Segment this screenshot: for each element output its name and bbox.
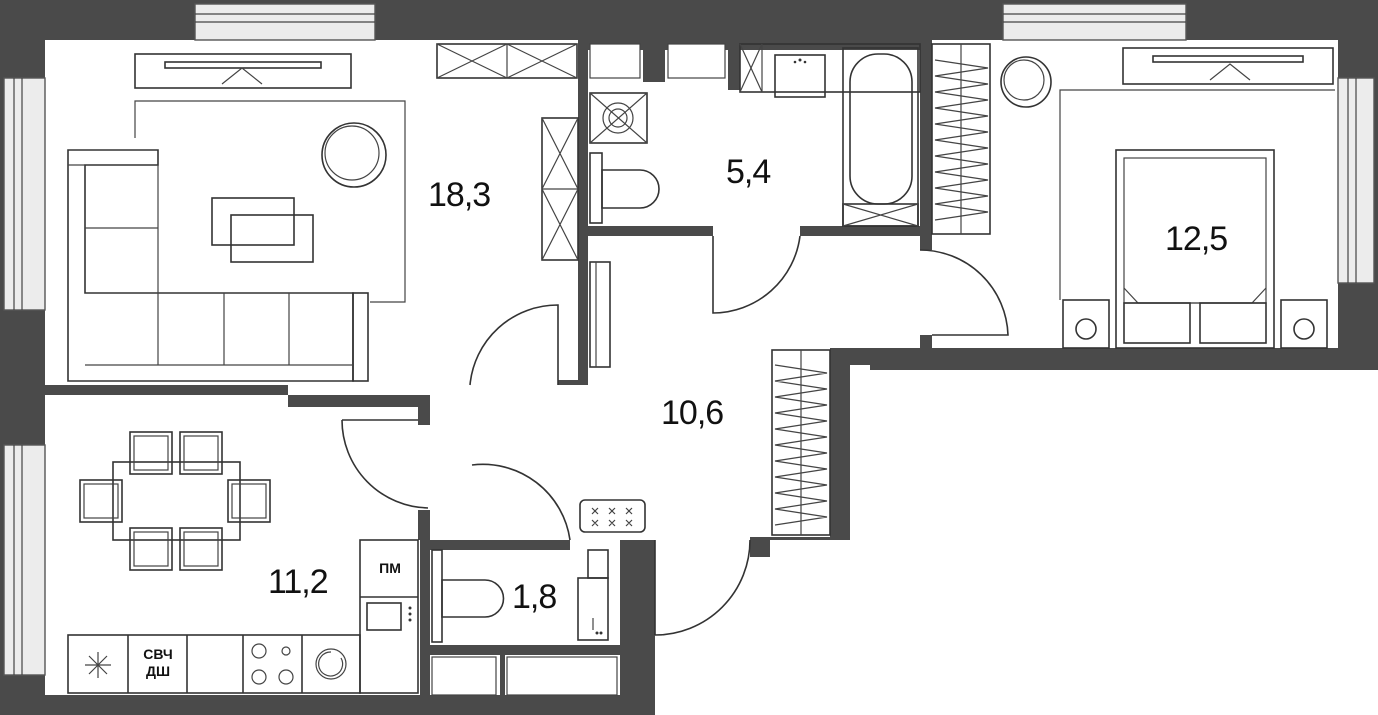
kitchen-furniture [67,431,419,694]
windows [3,3,1375,676]
toilet-fixtures [431,549,609,643]
bathroom-area: 5,4 [726,153,771,191]
bedroom-area: 12,5 [1165,220,1228,258]
doors [341,235,1009,636]
microwave-label-line2: ДШ [145,663,171,679]
bedroom-furniture [931,43,1335,349]
dishwasher-label: ПМ [379,560,401,576]
bathroom-fixtures [589,43,921,227]
toilet-area: 1,8 [512,578,557,616]
hall-area: 10,6 [661,394,724,432]
living-room-area: 18,3 [428,176,491,214]
microwave-label: СВЧ ДШ [130,646,186,680]
hall-furniture [579,261,831,536]
kitchen-area: 11,2 [268,563,329,601]
living-room-furniture [67,43,579,382]
microwave-label-line1: СВЧ [143,646,173,662]
